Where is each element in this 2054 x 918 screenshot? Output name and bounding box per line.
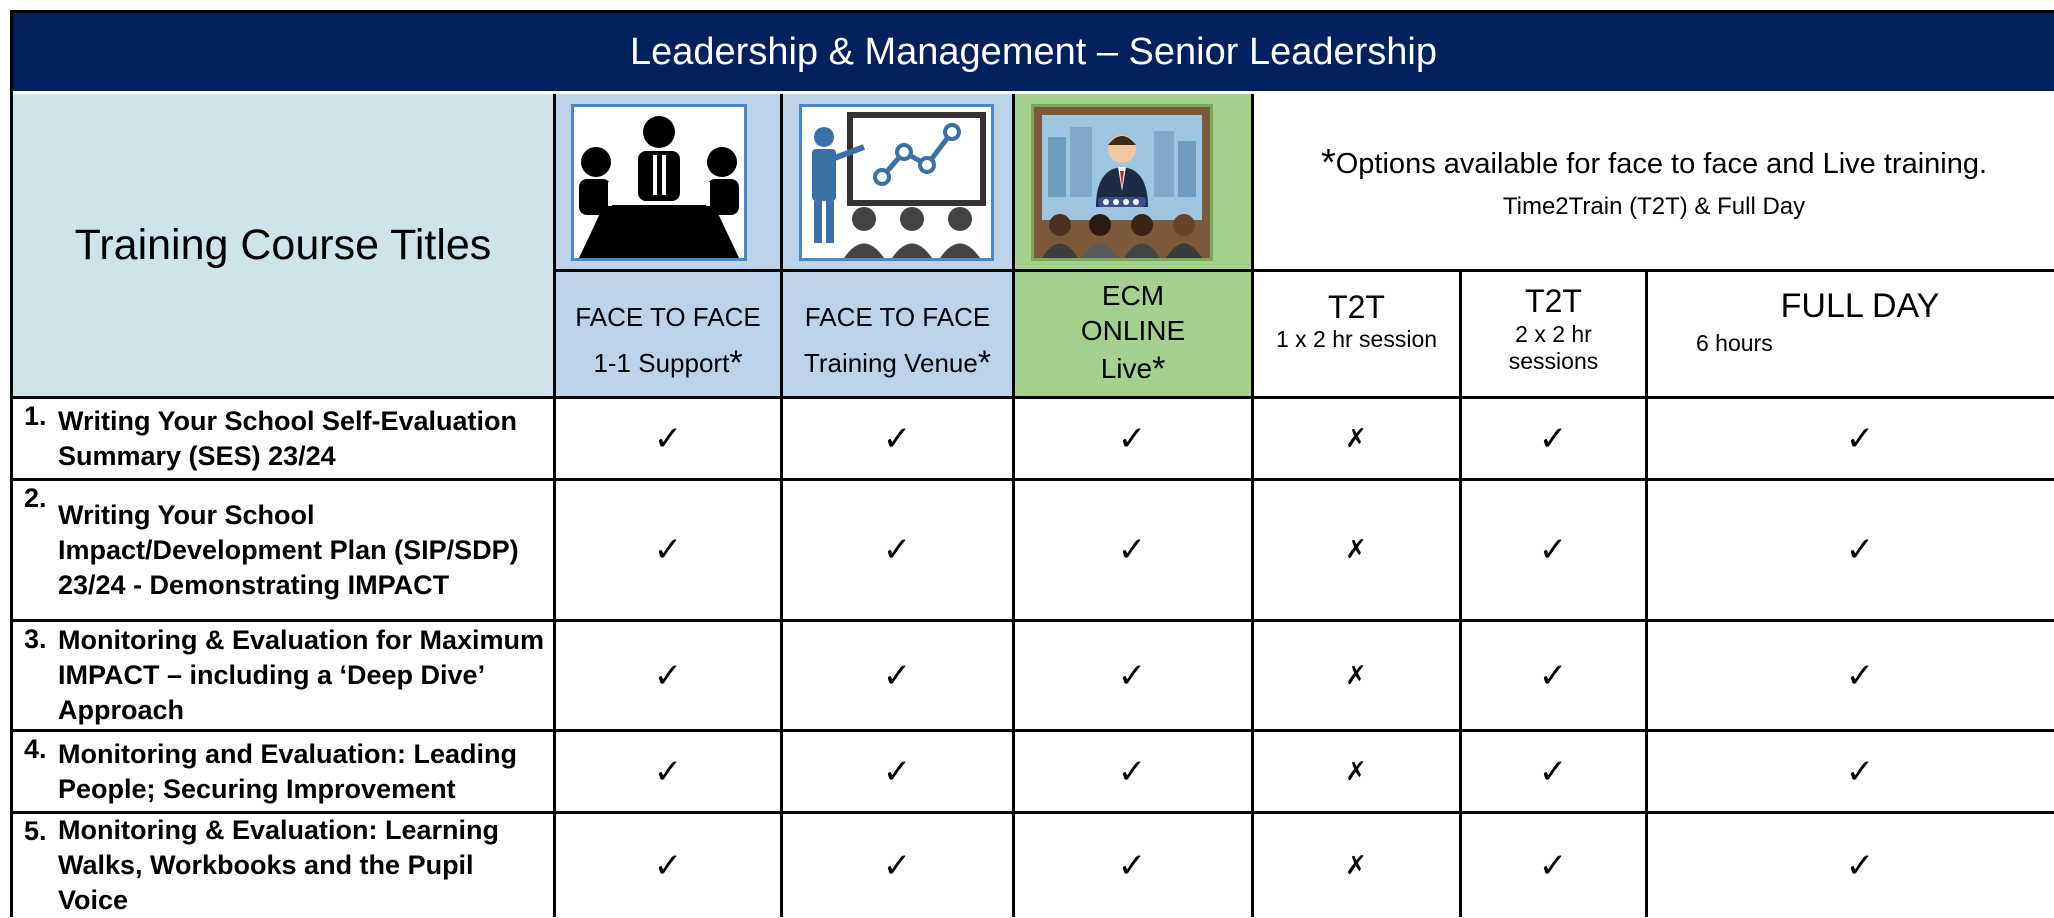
course-title-3: 3. Monitoring & Evaluation for Maximum IM…: [24, 622, 544, 729]
grid-line: [1459, 269, 1462, 917]
tick-mark-face-to-face-support: ✓: [653, 418, 683, 459]
col-label-line1: ECM: [1101, 279, 1165, 311]
options-note-line1: *Options available for face to face and …: [1321, 142, 1987, 185]
tick-mark-t2t-double: ✓: [1538, 655, 1568, 696]
col-star: *: [1152, 349, 1166, 388]
course-title-text: Monitoring and Evaluation: Leading Peopl…: [58, 738, 517, 804]
course-title-text: Monitoring & Evaluation: Learning Walks,…: [58, 815, 499, 915]
options-note-line2: Time2Train (T2T) & Full Day: [1502, 193, 1806, 220]
tick-mark-training-venue: ✓: [882, 845, 912, 886]
col-label-line1: FACE TO FACE: [575, 301, 761, 332]
grid-line: [1645, 269, 1648, 917]
tick-mark-t2t-double: ✓: [1538, 845, 1568, 886]
col-label-line2: 1 x 2 hr session: [1275, 326, 1438, 353]
course-number: 4.: [24, 734, 47, 764]
tick-mark-full-day: ✓: [1845, 845, 1875, 886]
course-number: 2.: [24, 483, 47, 513]
tick-mark-full-day: ✓: [1845, 530, 1875, 570]
cross-mark-t2t-single: ✗: [1345, 756, 1367, 787]
col-label-line3: sessions: [1508, 348, 1599, 375]
course-title-1: 1. Writing Your School Self-Evaluation Su…: [24, 399, 544, 478]
tick-mark-full-day: ✓: [1845, 751, 1875, 792]
online-presenter-icon: [1031, 104, 1213, 261]
course-title-4: 4. Monitoring and Evaluation: Leading Peo…: [24, 732, 544, 811]
grid-line: [13, 619, 2054, 622]
tick-mark-t2t-double: ✓: [1538, 530, 1568, 570]
col-label-line1: T2T: [1525, 283, 1582, 320]
col-label-line2: 2 x 2 hr: [1515, 320, 1592, 347]
col-star: *: [977, 343, 992, 382]
presenter-chart-icon: [799, 104, 994, 261]
cross-mark-t2t-single: ✗: [1345, 423, 1367, 454]
grid-line: [780, 94, 783, 917]
course-title-text: Writing Your School Self-Evaluation Summ…: [58, 405, 518, 471]
column-header-full-day: FULL DAY 6 hours: [1648, 272, 2054, 396]
tick-mark-full-day: ✓: [1845, 418, 1875, 459]
tick-mark-face-to-face-support: ✓: [653, 655, 683, 696]
grid-line: [13, 478, 2054, 481]
col-label-line1: T2T: [1328, 289, 1385, 325]
tick-mark-ecm-online: ✓: [1117, 530, 1147, 570]
icon-cell-training-venue: [783, 94, 1012, 269]
tick-mark-t2t-double: ✓: [1538, 418, 1568, 459]
tick-mark-training-venue: ✓: [882, 751, 912, 792]
course-title-text: Writing Your School Impact/Development P…: [58, 499, 519, 600]
col-star: *: [729, 343, 743, 382]
tick-mark-ecm-online: ✓: [1117, 655, 1147, 696]
course-title-text: Monitoring & Evaluation for Maximum IMPA…: [58, 625, 545, 725]
cross-mark-t2t-single: ✗: [1345, 535, 1367, 565]
grid-line: [13, 729, 2054, 732]
tick-mark-t2t-double: ✓: [1538, 751, 1568, 792]
grid-line: [553, 269, 2054, 272]
grid-line: [553, 94, 556, 917]
icon-cell-ecm-online: [1015, 94, 1251, 269]
grid-line: [13, 396, 2054, 399]
tick-mark-face-to-face-support: ✓: [653, 751, 683, 792]
grid-line: [13, 811, 2054, 814]
col-label-line2: ONLINE: [1080, 314, 1186, 346]
tick-mark-training-venue: ✓: [882, 418, 912, 459]
tick-mark-full-day: ✓: [1845, 655, 1875, 696]
options-note: *Options available for face to face and …: [1254, 94, 2054, 269]
page-title: Leadership & Management – Senior Leaders…: [13, 13, 2054, 91]
cross-mark-t2t-single: ✗: [1345, 660, 1367, 691]
tick-mark-face-to-face-support: ✓: [653, 530, 683, 570]
tick-mark-training-venue: ✓: [882, 655, 912, 696]
note-line1-text: Options available for face to face and L…: [1335, 148, 1988, 180]
course-titles-label: Training Course Titles: [74, 220, 492, 269]
course-number: 5.: [24, 816, 47, 846]
tick-mark-ecm-online: ✓: [1117, 751, 1147, 792]
meeting-table-icon: [571, 104, 747, 261]
course-title-5: 5. Monitoring & Evaluation: Learning Walk…: [24, 814, 544, 917]
column-header-training-venue: FACE TO FACE Training Venue*: [783, 272, 1012, 396]
col-label-text: 1-1 Support: [593, 347, 730, 378]
column-header-t2t-single: T2T 1 x 2 hr session: [1254, 272, 1459, 396]
column-header-face-to-face-support: FACE TO FACE 1-1 Support*: [556, 272, 780, 396]
col-label-line1: FACE TO FACE: [804, 301, 991, 332]
grid-line: [1251, 94, 1254, 917]
course-titles-heading: Training Course Titles: [13, 94, 553, 396]
course-number: 3.: [24, 624, 47, 654]
column-header-ecm-online: ECM ONLINE Live*: [1015, 272, 1251, 396]
icon-cell-face-to-face-support: [556, 94, 780, 269]
col-label-line3: Live*: [1101, 348, 1166, 391]
tick-mark-face-to-face-support: ✓: [653, 845, 683, 886]
col-label-line2: 1-1 Support*: [593, 337, 742, 390]
grid-line: [1012, 94, 1015, 917]
col-label-text: Live: [1100, 352, 1153, 384]
col-label-line1: FULL DAY: [1780, 287, 1940, 325]
course-number: 1.: [24, 401, 47, 431]
tick-mark-training-venue: ✓: [882, 530, 912, 570]
tick-mark-ecm-online: ✓: [1117, 418, 1147, 459]
col-label-text: Training Venue: [803, 347, 978, 378]
note-star: *: [1320, 142, 1336, 184]
course-title-2: 2. Writing Your School Impact/Development…: [24, 481, 544, 619]
column-header-t2t-double: T2T 2 x 2 hr sessions: [1462, 272, 1645, 396]
col-label-line2: Training Venue*: [804, 337, 991, 390]
tick-mark-ecm-online: ✓: [1117, 845, 1147, 886]
cross-mark-t2t-single: ✗: [1345, 850, 1367, 881]
col-label-line2: 6 hours: [1696, 330, 1773, 356]
